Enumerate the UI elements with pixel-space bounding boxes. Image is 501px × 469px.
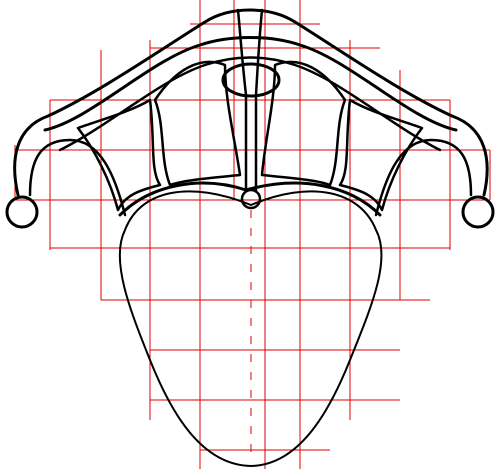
- inner-compartment-left: [155, 62, 240, 185]
- tongue-outline: [7, 10, 493, 466]
- central-oval: [223, 64, 279, 96]
- third-arch: [60, 58, 440, 151]
- posterior-lower-edge: [120, 183, 380, 215]
- red-grid: [15, 0, 490, 469]
- left-bulb: [7, 197, 37, 227]
- inner-side-lobe-left: [30, 140, 125, 215]
- right-bulb: [463, 197, 493, 227]
- inner-side-lobe-right: [376, 140, 471, 215]
- inner-compartment-right: [262, 62, 345, 185]
